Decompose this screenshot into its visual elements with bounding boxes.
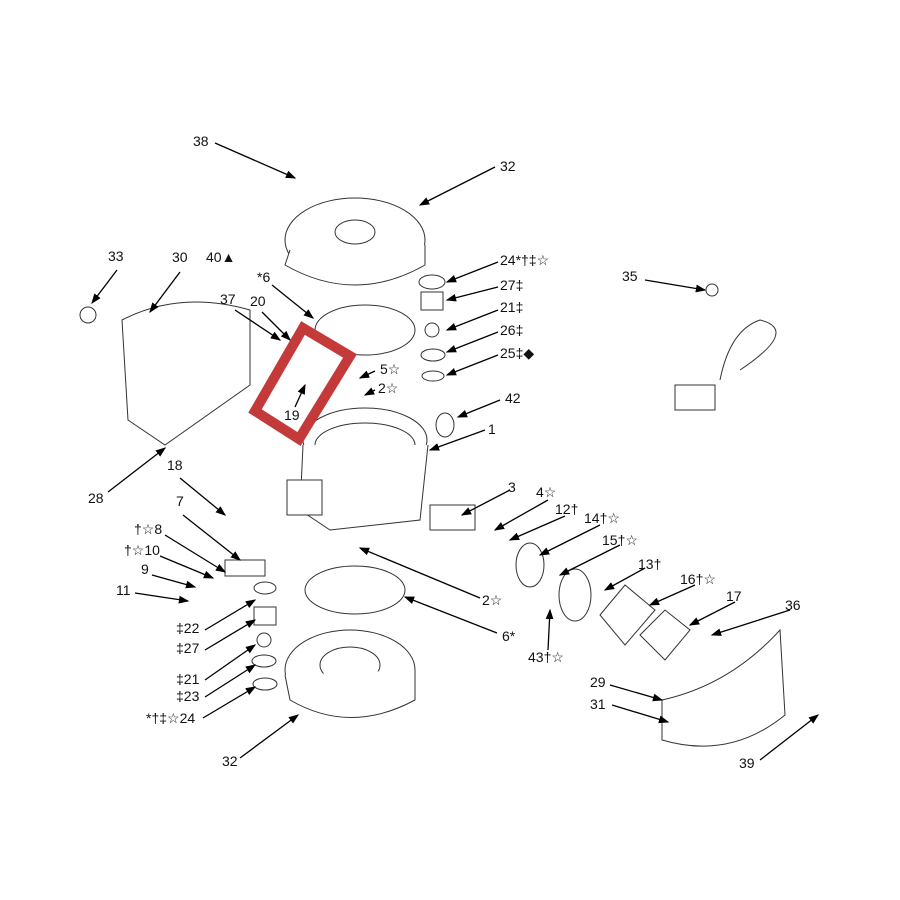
callout-39: 39 (739, 755, 755, 771)
shield-30 (121, 301, 251, 446)
callout-8: †☆8 (134, 521, 163, 537)
callout-11: 11 (116, 582, 131, 598)
callout-14: 14†☆ (584, 510, 620, 526)
callout-40: 40▲ (206, 249, 236, 265)
callout-30: 30 (172, 249, 188, 265)
callout-21-bottom: ‡21 (176, 671, 200, 687)
ball-checks (251, 274, 455, 691)
callout-20: 20 (250, 293, 266, 309)
callout-26: 26‡ (500, 322, 524, 338)
callout-23: ‡23 (176, 688, 200, 704)
callout-13: 13† (638, 556, 662, 572)
bottom-cover-32 (284, 629, 416, 718)
callout-7: 7 (176, 493, 184, 509)
diaphragm-6-bottom (304, 565, 406, 615)
callout-2-top: 2☆ (378, 380, 399, 396)
callout-32-bottom: 32 (222, 753, 238, 769)
callout-36: 36 (785, 597, 801, 613)
callout-6-top: *6 (257, 269, 271, 285)
shield-29 (661, 628, 786, 747)
pump-center-housing-1 (286, 407, 429, 531)
callout-6-bottom: 6* (502, 628, 516, 644)
callout-25: 25‡◆ (500, 345, 535, 361)
callout-1: 1 (488, 421, 496, 437)
callout-24-bottom: *†‡☆24 (146, 710, 196, 726)
callout-16: 16†☆ (680, 571, 716, 587)
callout-12: 12† (555, 501, 579, 517)
callout-31: 31 (590, 696, 606, 712)
highlight-box (248, 321, 357, 446)
callout-22: ‡22 (176, 620, 200, 636)
callout-17: 17 (726, 588, 742, 604)
callout-29: 29 (590, 674, 606, 690)
callout-9: 9 (141, 561, 149, 577)
callout-19: 19 (284, 407, 300, 423)
callout-2-bottom: 2☆ (482, 592, 503, 608)
callout-5: 5☆ (380, 361, 401, 377)
callout-32-top: 32 (500, 158, 516, 174)
callout-21-top: 21‡ (500, 299, 524, 315)
callout-28: 28 (88, 490, 104, 506)
callout-4: 4☆ (536, 484, 557, 500)
top-cover-32 (284, 197, 426, 286)
ground-clamp-35 (674, 283, 777, 411)
callout-18: 18 (167, 457, 183, 473)
callout-27-bottom: ‡27 (176, 640, 200, 656)
callout-24-top: 24*†‡☆ (500, 252, 550, 268)
callout-3: 3 (508, 479, 516, 495)
callout-15: 15†☆ (602, 532, 638, 548)
callout-33: 33 (108, 248, 124, 264)
callout-43: 43†☆ (528, 649, 564, 665)
callout-27-top: 27‡ (500, 277, 524, 293)
callout-37: 37 (220, 291, 236, 307)
callout-10: †☆10 (124, 542, 160, 558)
callout-35: 35 (622, 268, 638, 284)
callout-38: 38 (193, 133, 209, 149)
callout-42: 42 (505, 390, 521, 406)
